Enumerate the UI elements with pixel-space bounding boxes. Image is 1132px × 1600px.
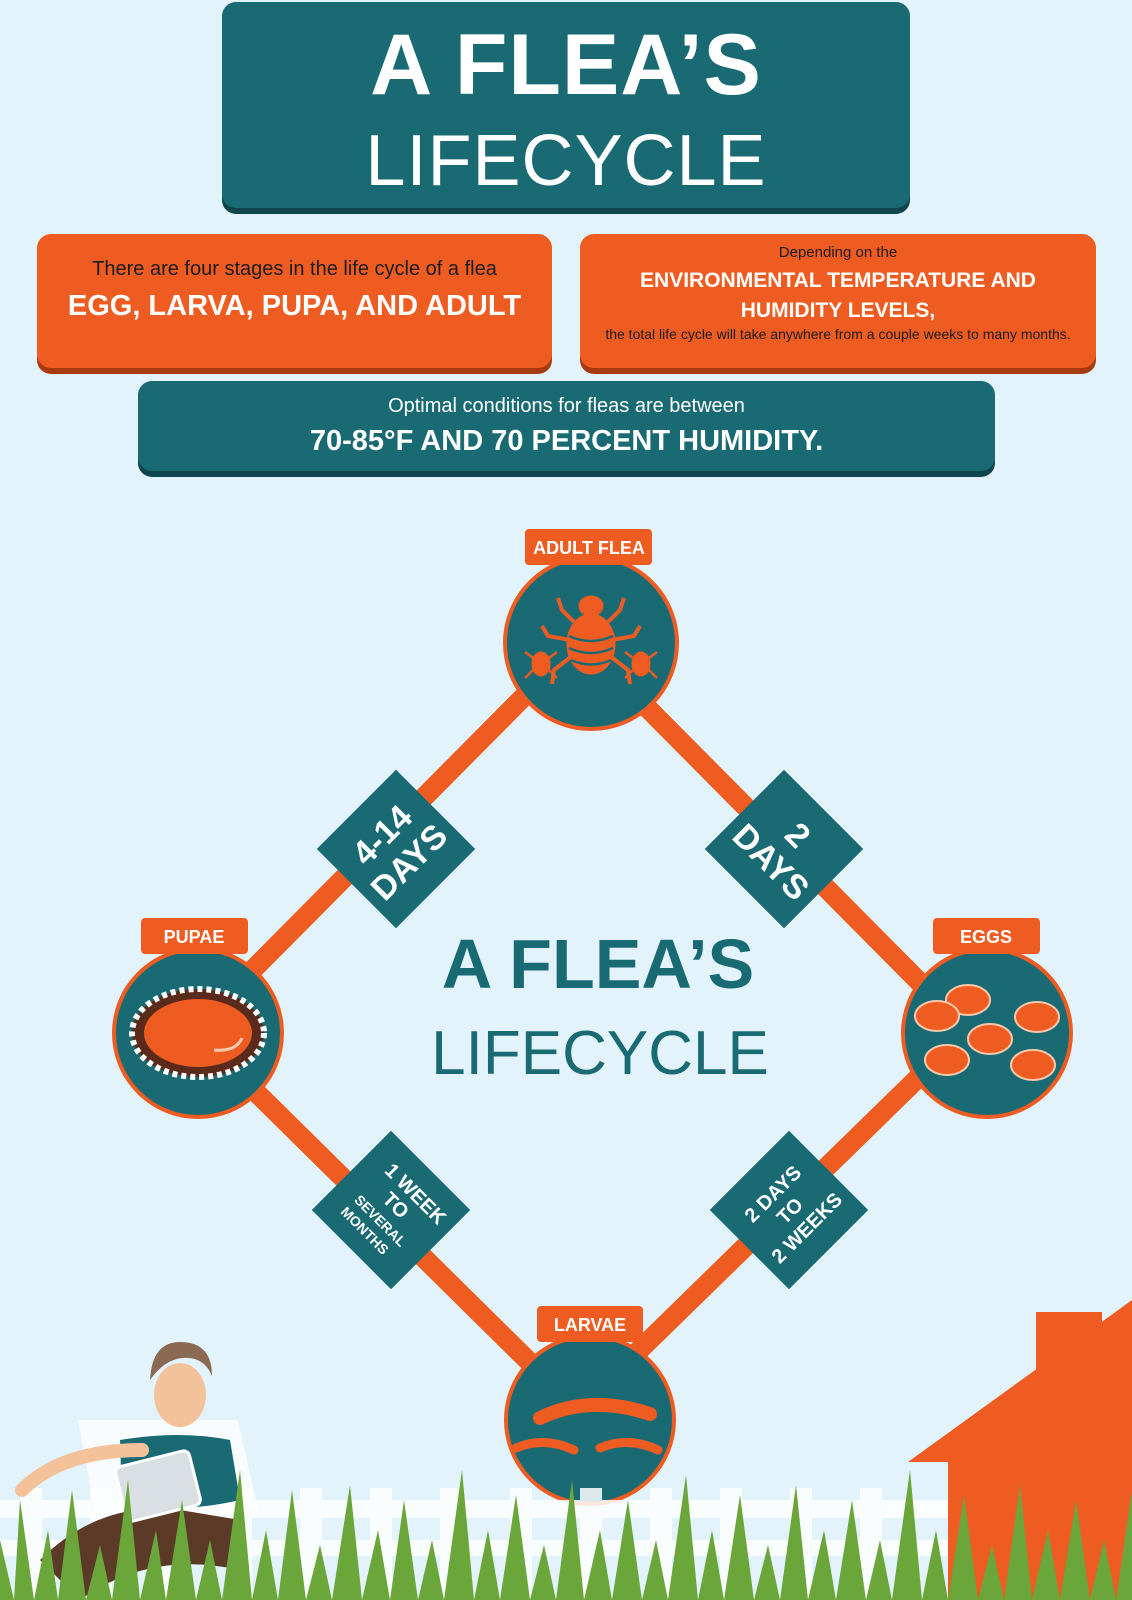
duration-adult-to-eggs: 2 DAYS [704,769,864,929]
grass [0,1470,1132,1600]
node-eggs-label: EGGS [960,927,1012,947]
stages-info-box: There are four stages in the life cycle … [37,234,552,368]
node-pupae-label-bg [141,918,248,954]
node-larvae: LARVAE [504,1306,676,1506]
optimal-conditions-box: Optimal conditions for fleas are between… [138,381,995,471]
environment-emphasis: ENVIRONMENTAL TEMPERATURE AND HUMIDITY L… [590,266,1086,326]
environment-info-box: Depending on the ENVIRONMENTAL TEMPERATU… [580,234,1096,368]
node-pupae-label: PUPAE [164,927,225,947]
cycle-center-title-1: A FLEA’S [442,925,754,1003]
man-sitting-illustration [15,1342,258,1600]
node-eggs-label-bg [933,918,1040,954]
flea-icon [524,595,658,685]
environment-emphasis-line-1: ENVIRONMENTAL TEMPERATURE AND [640,269,1036,292]
duration-larvae-to-pupae: 1 WEEK TO SEVERAL MONTHS [311,1130,471,1290]
environment-intro: Depending on the [778,244,898,261]
node-larvae-label-bg [537,1306,643,1342]
node-adult-flea: ADULT FLEA [503,529,679,731]
node-larvae-label: LARVAE [554,1315,626,1335]
environment-emphasis-line-2: HUMIDITY LEVELS, [740,299,936,322]
environment-detail: the total life cycle will take anywhere … [605,326,1071,342]
title-banner: A FLEA’S LIFECYCLE [222,2,910,208]
node-pupae: PUPAE [112,918,284,1119]
optimal-intro: Optimal conditions for fleas are between [388,395,745,417]
duration-pupae-adult-bg [316,769,476,929]
node-adult-label: ADULT FLEA [533,538,645,558]
pupa-icon [129,986,267,1080]
stages-intro: There are four stages in the life cycle … [92,258,497,280]
larva-icon [511,1397,663,1455]
optimal-value: 70-85°F AND 70 PERCENT HUMIDITY. [309,425,824,457]
title-line-1: A FLEA’S [370,17,762,113]
duration-pupae-to-adult: 4-14 DAYS [316,769,476,929]
stages-list: EGG, LARVA, PUPA, AND ADULT [67,290,522,322]
eggs-icon [914,984,1060,1081]
node-eggs: EGGS [901,918,1073,1119]
cycle-center-title-2: LIFECYCLE [431,1019,769,1088]
title-line-2: LIFECYCLE [365,121,767,201]
duration-adult-eggs-bg [704,769,864,929]
node-adult-label-bg [525,529,652,565]
